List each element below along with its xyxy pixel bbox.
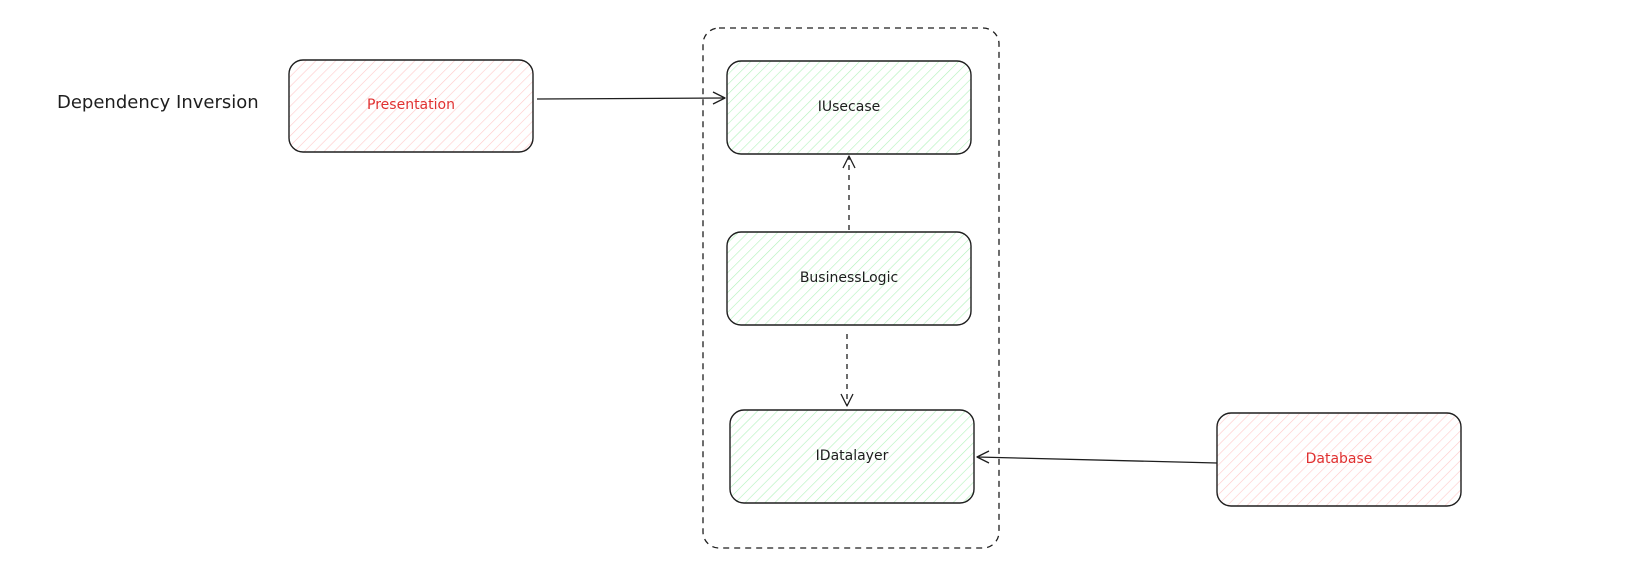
node-presentation-label: Presentation [367,97,455,113]
edge-presentation-to-iusecase[interactable] [536,91,726,105]
node-database-box[interactable] [1216,412,1462,507]
node-idatalayer-label: IDatalayer [816,448,889,464]
arrowhead-icon [840,393,854,407]
node-iusecase-label: IUsecase [818,99,880,115]
node-database[interactable]: Database [1216,412,1462,507]
node-iusecase-box[interactable] [726,60,972,155]
node-idatalayer-box[interactable] [729,409,975,504]
arrowhead-icon [842,155,856,169]
node-business-logic-label: BusinessLogic [800,270,898,286]
group-container[interactable] [702,27,1000,549]
arrowhead-icon [712,91,726,105]
edge-businesslogic-to-iusecase[interactable] [842,155,856,230]
node-presentation-box[interactable] [288,59,534,153]
node-database-label: Database [1306,451,1373,467]
node-iusecase[interactable]: IUsecase [726,60,972,155]
node-presentation[interactable]: Presentation [288,59,534,153]
edge-database-to-idatalayer[interactable] [976,450,1218,464]
edge-businesslogic-to-idatalayer[interactable] [840,334,854,407]
node-business-logic-box[interactable] [726,231,972,326]
arrowhead-icon [976,450,990,464]
diagram-title: Dependency Inversion [57,92,259,113]
node-idatalayer[interactable]: IDatalayer [729,409,975,504]
node-business-logic[interactable]: BusinessLogic [726,231,972,326]
